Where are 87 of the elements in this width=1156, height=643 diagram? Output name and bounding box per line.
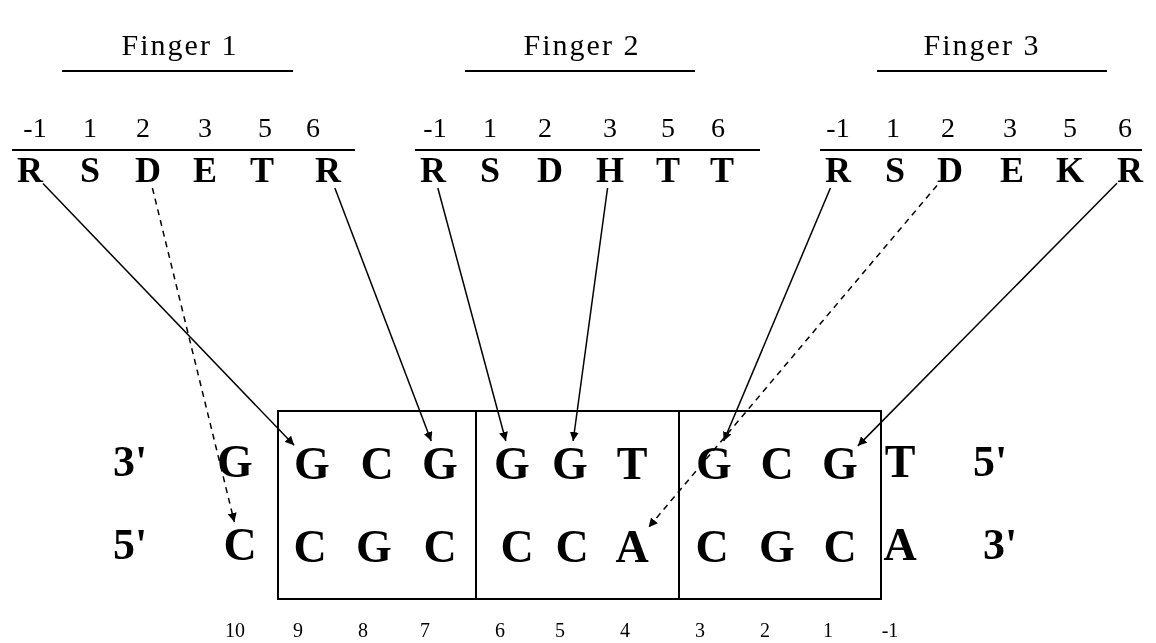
- nucleotide-base: T: [884, 439, 916, 485]
- arrow: [569, 187, 609, 442]
- nucleotide-base: T: [616, 441, 648, 487]
- base-position: 2: [760, 620, 770, 640]
- nucleotide-base: G: [759, 524, 795, 570]
- residue-position: 1: [483, 114, 497, 142]
- base-position: 1: [823, 620, 833, 640]
- amino-acid-residue: R: [420, 152, 446, 188]
- base-position: 4: [620, 620, 630, 640]
- residue-position: -1: [23, 114, 47, 142]
- strand-end-label: 3': [982, 523, 1018, 567]
- residue-position: -1: [826, 114, 850, 142]
- residue-position: 6: [711, 114, 725, 142]
- nucleotide-base: G: [822, 441, 858, 487]
- residue-position: 6: [306, 114, 320, 142]
- arrow: [334, 187, 433, 442]
- nucleotide-base: C: [823, 524, 857, 570]
- binding-site-box: [475, 410, 680, 600]
- base-position: 3: [695, 620, 705, 640]
- nucleotide-base: G: [217, 439, 253, 485]
- residue-position: 5: [1063, 114, 1077, 142]
- residue-position: 2: [136, 114, 150, 142]
- arrow: [437, 187, 508, 442]
- nucleotide-base: G: [422, 441, 458, 487]
- base-position: 9: [293, 620, 303, 640]
- residue-position: 1: [83, 114, 97, 142]
- amino-acid-residue: D: [937, 152, 963, 188]
- nucleotide-base: C: [360, 441, 394, 487]
- nucleotide-base: A: [615, 524, 649, 570]
- nucleotide-base: G: [696, 441, 732, 487]
- nucleotide-base: A: [883, 522, 917, 568]
- residue-position: 6: [1118, 114, 1132, 142]
- residue-position: -1: [423, 114, 447, 142]
- residue-position: 1: [886, 114, 900, 142]
- nucleotide-base: C: [695, 524, 729, 570]
- base-position: 10: [225, 620, 245, 640]
- finger-label: Finger 3: [923, 30, 1041, 60]
- nucleotide-base: G: [294, 441, 330, 487]
- nucleotide-base: C: [423, 524, 457, 570]
- amino-acid-residue: R: [1117, 152, 1143, 188]
- base-position: 8: [358, 620, 368, 640]
- amino-acid-residue: E: [193, 152, 217, 188]
- nucleotide-base: C: [555, 524, 589, 570]
- arrow: [857, 182, 1118, 447]
- arrow: [647, 184, 938, 529]
- base-position: 7: [420, 620, 430, 640]
- amino-acid-residue: R: [17, 152, 43, 188]
- amino-acid-residue: H: [596, 152, 624, 188]
- amino-acid-residue: E: [1000, 152, 1024, 188]
- base-position: 5: [555, 620, 565, 640]
- amino-acid-residue: T: [250, 152, 274, 188]
- amino-acid-residue: R: [315, 152, 341, 188]
- strand-end-label: 5': [972, 440, 1008, 484]
- binding-site-box: [277, 410, 477, 600]
- amino-acid-residue: K: [1056, 152, 1084, 188]
- strand-end-label: 5': [112, 523, 148, 567]
- base-position: 6: [495, 620, 505, 640]
- nucleotide-base: G: [494, 441, 530, 487]
- nucleotide-base: G: [356, 524, 392, 570]
- arrow: [722, 187, 832, 442]
- residue-position: 2: [941, 114, 955, 142]
- amino-acid-residue: T: [710, 152, 734, 188]
- nucleotide-base: C: [500, 524, 534, 570]
- nucleotide-base: G: [552, 441, 588, 487]
- residue-position: 5: [661, 114, 675, 142]
- finger-label: Finger 2: [523, 30, 641, 60]
- amino-acid-residue: S: [480, 152, 500, 188]
- residue-position: 3: [603, 114, 617, 142]
- amino-acid-residue: D: [537, 152, 563, 188]
- residue-position: 3: [198, 114, 212, 142]
- binding-site-box: [678, 410, 882, 600]
- base-position: -1: [881, 620, 899, 640]
- nucleotide-base: C: [293, 524, 327, 570]
- nucleotide-base: C: [760, 441, 794, 487]
- strand-end-label: 3': [112, 440, 148, 484]
- finger-label: Finger 1: [121, 30, 239, 60]
- residue-position: 5: [258, 114, 272, 142]
- amino-acid-residue: S: [80, 152, 100, 188]
- amino-acid-residue: R: [825, 152, 851, 188]
- residue-position: 3: [1003, 114, 1017, 142]
- nucleotide-base: C: [223, 522, 257, 568]
- arrow: [151, 187, 237, 523]
- amino-acid-residue: D: [135, 152, 161, 188]
- arrow: [42, 182, 295, 447]
- amino-acid-residue: S: [885, 152, 905, 188]
- amino-acid-residue: T: [656, 152, 680, 188]
- residue-position: 2: [538, 114, 552, 142]
